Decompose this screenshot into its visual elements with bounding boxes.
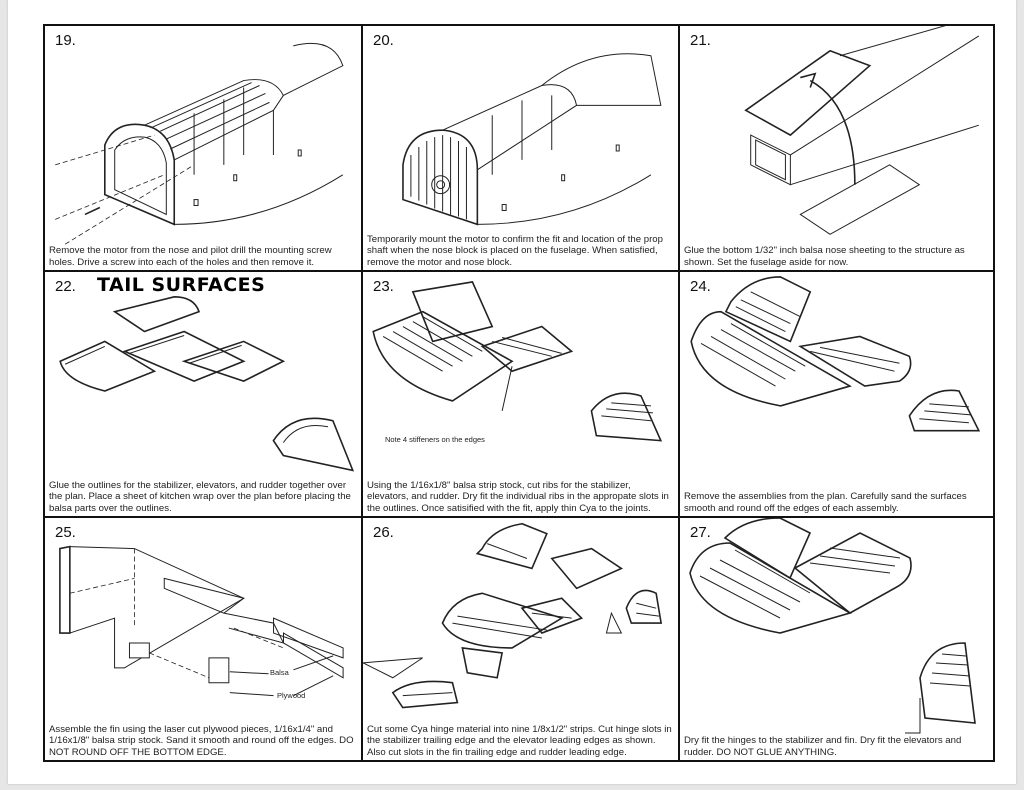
dry-fit-drawing (689, 518, 976, 734)
motor-mount-drawing (402, 53, 662, 226)
section-heading: TAIL SURFACES (97, 274, 266, 296)
fuselage-nose-drawing (55, 42, 344, 245)
tail-outlines-drawing (59, 296, 355, 472)
hinge-slots-drawing (363, 522, 663, 709)
step-number: 25. (55, 524, 76, 541)
step-caption: Dry fit the hinges to the stabilizer and… (684, 735, 962, 758)
nose-sheeting-drawing (744, 26, 980, 235)
plywood-label: Plywood (277, 691, 306, 700)
step-caption: Remove the motor from the nose and pilot… (49, 245, 332, 268)
stiffeners-note: Note 4 stiffeners on the edges (385, 435, 485, 444)
step-number: 23. (373, 278, 394, 295)
sanded-assemblies-drawing (690, 276, 981, 432)
step-caption: Glue the outlines for the stabilizer, el… (49, 479, 351, 514)
balsa-label: Balsa (270, 668, 289, 677)
step-caption: Cut some Cya hinge material into nine 1/… (367, 723, 672, 758)
step-27-panel: 27. Dry fit the hinges to the stabilizer… (680, 518, 993, 760)
step-19-panel: 19. Remove the motor from the nose and p… (45, 26, 363, 272)
step-number: 24. (690, 278, 711, 295)
ribbed-surfaces-drawing (372, 281, 663, 442)
step-number: 19. (55, 32, 76, 49)
instruction-grid: 19. Remove the motor from the nose and p… (43, 24, 995, 762)
step-number: 21. (690, 32, 711, 49)
step-25-panel: 25. Balsa Plywood Assemble the fin using… (45, 518, 363, 760)
step-26-panel: 26. Cut some Cya hinge material into nin… (363, 518, 680, 760)
step-22-panel: 22. TAIL SURFACES Glue the outlines for … (45, 272, 363, 518)
step-number: 27. (690, 524, 711, 541)
step-number: 20. (373, 32, 394, 49)
step-23-panel: 23. Note 4 stiffeners on the edges Using… (363, 272, 680, 518)
step-caption: Glue the bottom 1/32" inch balsa nose sh… (684, 245, 965, 268)
step-caption: Temporarily mount the motor to confirm t… (367, 233, 663, 268)
step-number: 22. (55, 278, 76, 295)
step-caption: Using the 1/16x1/8" balsa strip stock, c… (367, 479, 669, 514)
fin-assembly-drawing (59, 545, 344, 697)
step-caption: Remove the assemblies from the plan. Car… (684, 491, 967, 514)
step-20-panel: 20. Temporarily mount the motor to confi… (363, 26, 680, 272)
step-21-panel: 21. Glue the bottom 1/32" inch balsa nos… (680, 26, 993, 272)
step-caption: Assemble the fin using the laser cut ply… (49, 723, 354, 758)
document-page: 19. Remove the motor from the nose and p… (8, 0, 1016, 784)
step-24-panel: 24. Remove the assemblies from the plan.… (680, 272, 993, 518)
step-number: 26. (373, 524, 394, 541)
